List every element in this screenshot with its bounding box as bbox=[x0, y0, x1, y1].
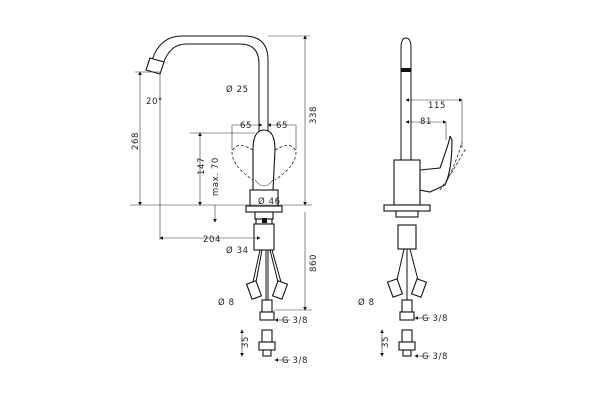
dim-total-height: 338 bbox=[309, 106, 319, 124]
dim-side-handle-reach-max: 115 bbox=[428, 101, 446, 111]
dim-side-thread-top: G 3/8 bbox=[422, 314, 448, 324]
dim-side-thread-bottom: G 3/8 bbox=[422, 352, 448, 362]
dim-spout-diameter: Ø 25 bbox=[226, 84, 249, 95]
dim-below-deck: 860 bbox=[309, 254, 319, 272]
dim-handle-left: 65 bbox=[240, 121, 252, 131]
lever-handle bbox=[252, 129, 276, 191]
dim-hose-diameter: Ø 8 bbox=[218, 297, 235, 308]
dim-reach: 204 bbox=[203, 235, 221, 245]
side-view: 115 81 Ø 8 G 3/8 35 G 3/8 bbox=[358, 37, 467, 362]
front-view: 20° Ø 25 65 65 338 268 147 max. 70 Ø 46 … bbox=[130, 35, 319, 366]
dim-spout-angle: 20° bbox=[146, 97, 163, 107]
dim-thread-top: G 3/8 bbox=[282, 316, 308, 326]
dim-side-handle-reach: 81 bbox=[420, 117, 432, 127]
dim-side-hose-diameter: Ø 8 bbox=[358, 297, 375, 308]
dim-max-deck: max. 70 bbox=[211, 157, 221, 196]
aerator bbox=[145, 57, 165, 75]
dim-base-diameter: Ø 46 bbox=[258, 196, 281, 207]
dim-handle-right: 65 bbox=[276, 121, 288, 131]
dim-shank-diameter: Ø 34 bbox=[226, 245, 249, 256]
dim-handle-height: 147 bbox=[197, 157, 207, 175]
dim-thread-bottom: G 3/8 bbox=[282, 356, 308, 366]
shank bbox=[253, 223, 275, 251]
dim-side-adapter-height: 35 bbox=[381, 336, 391, 348]
dim-adapter-height: 35 bbox=[241, 336, 251, 348]
side-lever bbox=[419, 135, 453, 193]
dim-outlet-height: 268 bbox=[131, 132, 141, 150]
